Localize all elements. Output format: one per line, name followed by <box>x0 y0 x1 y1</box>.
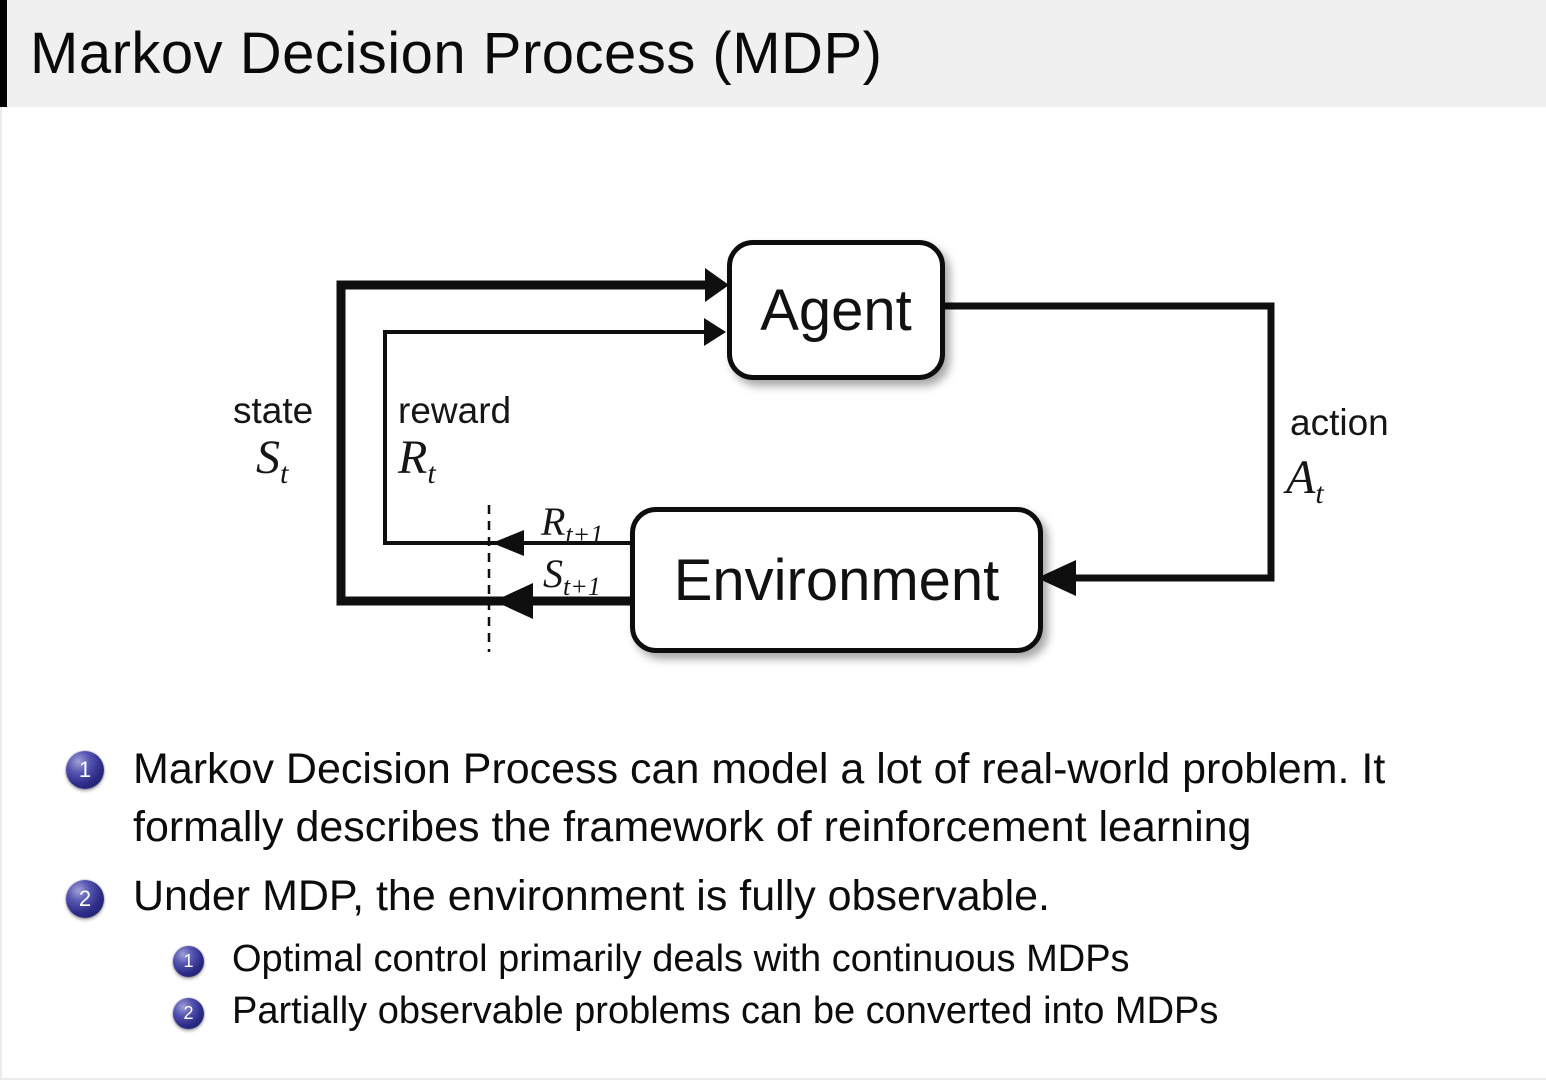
sub-bullet-2-text: Partially observable problems can be con… <box>232 990 1219 1032</box>
sub-bullet-1-text: Optimal control primarily deals with con… <box>232 938 1130 980</box>
environment-box: Environment <box>630 507 1043 653</box>
next-state-symbol-base: S <box>543 551 563 596</box>
list-item: 1 Markov Decision Process can model a lo… <box>66 740 1516 856</box>
environment-box-label: Environment <box>673 547 1000 613</box>
action-symbol: At <box>1286 450 1324 509</box>
state-loop-line <box>336 280 707 606</box>
bullet-2-badge: 2 <box>66 880 104 918</box>
state-label: state <box>233 390 314 431</box>
next-state-symbol: St+1 <box>543 550 601 600</box>
bullet-1-line-1: Markov Decision Process can model a lot … <box>133 745 1386 793</box>
next-reward-symbol: Rt+1 <box>541 498 603 548</box>
next-reward-symbol-base: R <box>541 499 566 544</box>
title-bar: Markov Decision Process (MDP) <box>0 0 1546 107</box>
next-state-symbol-sub: t+1 <box>563 572 601 601</box>
state-symbol-base: S <box>256 431 280 484</box>
bullet-2-text: Under MDP, the environment is fully obse… <box>133 867 1050 925</box>
list-item: 2 Under MDP, the environment is fully ob… <box>66 867 1516 925</box>
state-symbol-sub: t <box>280 457 289 490</box>
reward-label: reward <box>398 390 512 431</box>
action-symbol-base: A <box>1286 451 1316 504</box>
reward-to-agent-arrowhead <box>704 318 726 346</box>
reward-symbol: Rt <box>398 430 436 489</box>
state-symbol: St <box>256 430 288 489</box>
bullet-list: 1 Markov Decision Process can model a lo… <box>66 740 1516 1036</box>
action-label: action <box>1290 402 1389 443</box>
next-reward-arrowhead <box>492 530 524 556</box>
state-to-agent-arrowhead <box>705 268 729 302</box>
action-to-environment-arrowhead <box>1037 560 1076 596</box>
left-edge-strip <box>0 0 7 107</box>
bullet-1-badge: 1 <box>66 751 104 789</box>
bullet-2-line-1: Under MDP, the environment is fully obse… <box>133 872 1050 920</box>
action-symbol-sub: t <box>1315 477 1324 510</box>
action-line <box>935 302 1275 582</box>
bullet-1-text: Markov Decision Process can model a lot … <box>133 740 1385 856</box>
list-item: 1 Optimal control primarily deals with c… <box>173 934 1516 984</box>
next-reward-symbol-sub: t+1 <box>565 520 604 549</box>
sub-bullet-1-badge: 1 <box>173 946 204 977</box>
sub-bullet-list: 1 Optimal control primarily deals with c… <box>173 934 1516 1036</box>
agent-box-label: Agent <box>760 277 912 343</box>
reward-symbol-base: R <box>398 431 428 484</box>
list-item: 2 Partially observable problems can be c… <box>173 986 1516 1036</box>
page-title: Markov Decision Process (MDP) <box>30 21 883 86</box>
next-state-arrowhead <box>494 583 533 619</box>
reward-symbol-sub: t <box>427 457 436 490</box>
sub-bullet-2-badge: 2 <box>173 998 204 1029</box>
bullet-1-line-2: formally describes the framework of rein… <box>133 803 1252 851</box>
agent-box: Agent <box>727 240 945 380</box>
